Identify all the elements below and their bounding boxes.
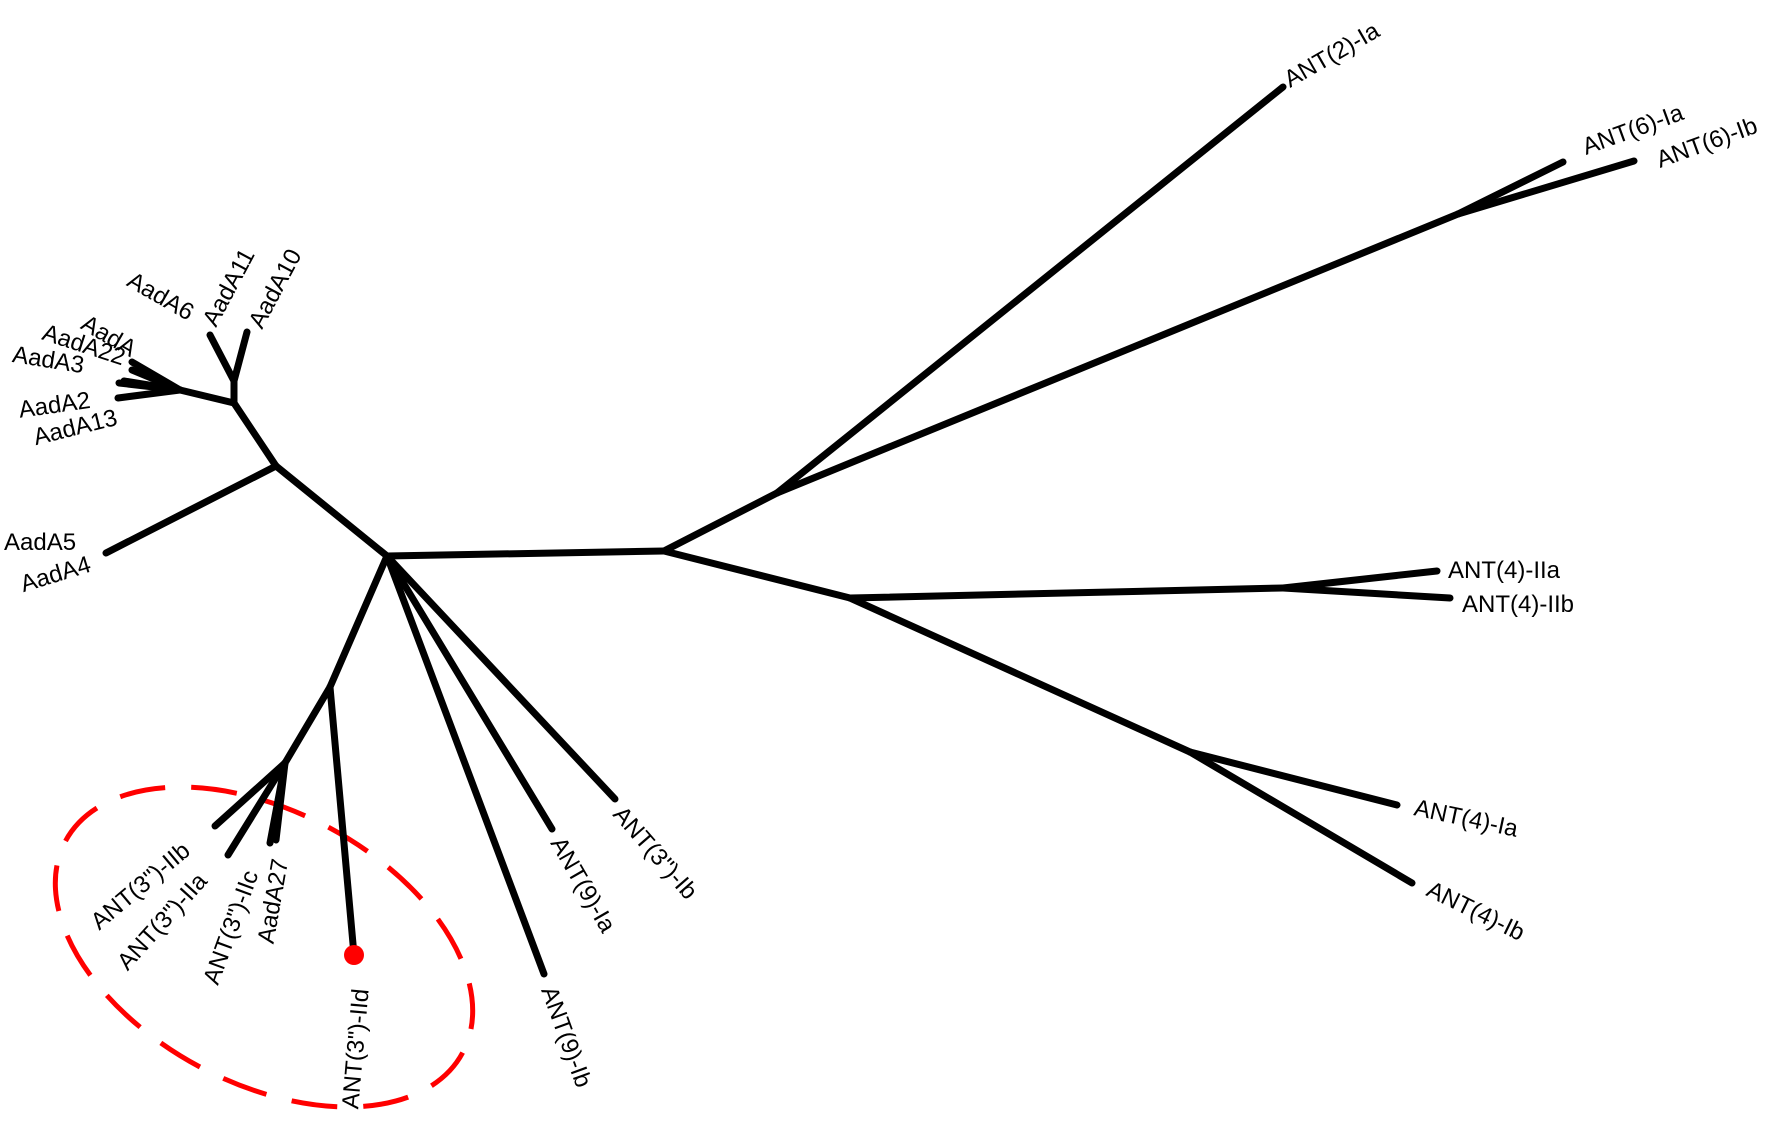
- leaf-label: ANT(9)-Ib: [535, 983, 596, 1091]
- leaf-label: ANT(3")-IId: [337, 988, 374, 1110]
- branch: [660, 489, 781, 555]
- leaf-label: ANT(4)-IIb: [1462, 591, 1574, 618]
- highlight-marker: [344, 945, 364, 965]
- leaf-labels: ANT(2)-Ia ANT(6)-Ia ANT(6)-Ib AadA11 Aad…: [4, 17, 1761, 1110]
- branch: [1279, 584, 1454, 602]
- branch: [1186, 748, 1416, 887]
- branch: [383, 552, 548, 978]
- branch: [846, 584, 1287, 602]
- branch: [326, 552, 391, 691]
- branch: [326, 683, 358, 959]
- leaf-label: ANT(9)-Ia: [545, 833, 621, 938]
- leaf-label: ANT(4)-IIa: [1448, 557, 1561, 584]
- branch: [206, 331, 238, 385]
- branch: [281, 683, 334, 767]
- branch: [1279, 567, 1441, 592]
- branch: [383, 552, 619, 803]
- leaf-label: AadA6: [123, 267, 199, 326]
- highlight-ellipse: [52, 784, 476, 1110]
- leaf-label: AadA4: [17, 551, 94, 598]
- leaf-label: ANT(4)-Ib: [1422, 876, 1529, 946]
- branch: [272, 462, 391, 560]
- branch: [102, 462, 280, 557]
- branch: [846, 594, 1194, 756]
- leaf-label: AadA5: [4, 529, 76, 556]
- branch: [1186, 748, 1401, 809]
- leaf-label: ANT(2)-Ia: [1280, 17, 1385, 93]
- branch: [230, 399, 280, 470]
- branch: [176, 386, 238, 407]
- branch: [114, 386, 184, 402]
- branch: [224, 759, 289, 859]
- branch: [230, 328, 251, 385]
- branch: [272, 759, 289, 844]
- branch: [211, 759, 289, 830]
- branch: [383, 552, 556, 833]
- branch: [383, 547, 668, 560]
- leaf-label: AadA27: [253, 857, 294, 946]
- branch: [773, 83, 1287, 497]
- branches: [102, 83, 1638, 978]
- branch: [1454, 157, 1638, 218]
- leaf-label: ANT(3")-Ib: [607, 801, 702, 905]
- branch: [660, 547, 854, 602]
- leaf-label: ANT(4)-Ia: [1412, 794, 1521, 842]
- branch: [773, 210, 1462, 497]
